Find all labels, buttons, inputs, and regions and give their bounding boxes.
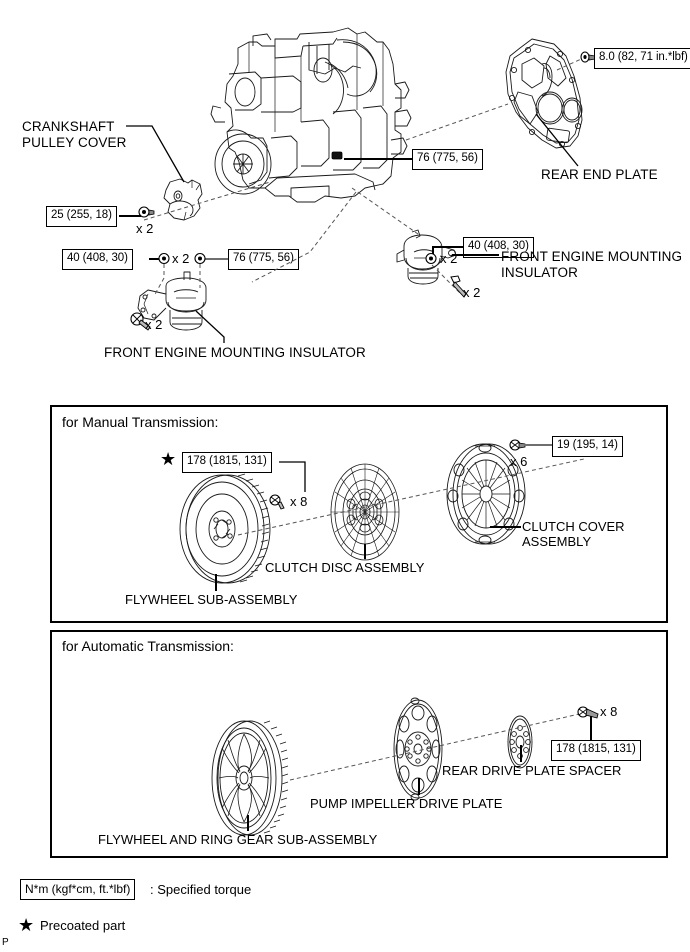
qty-mount-left-a: x 2 xyxy=(172,251,190,266)
assembly-axis-manual xyxy=(236,455,586,537)
leader-crankshaft-bolt xyxy=(119,215,141,217)
assembly-axis-engine-to-mount-right xyxy=(350,186,422,238)
legend-precoated-star-icon: ★ xyxy=(18,915,35,935)
mount-right-bolt-icon-a xyxy=(425,252,441,265)
qty-mount-left-c: x 2 xyxy=(145,317,163,332)
assembly-axis-rear-end-plate xyxy=(404,102,510,144)
torque-box-drive-plate-bolt: 178 (1815, 131) xyxy=(551,740,641,761)
leader-clutch-disc-assembly xyxy=(364,544,366,559)
leader-mount-right-v xyxy=(432,246,434,255)
clutch-cover-bolt-icon xyxy=(509,437,529,453)
label-clutch-disc-assembly: CLUTCH DISC ASSEMBLY xyxy=(265,560,425,575)
leader-rear-drive-plate-spacer xyxy=(520,745,522,762)
label-front-engine-mounting-insulator-left: FRONT ENGINE MOUNTING INSULATOR xyxy=(104,345,366,360)
leader-mount-right-h xyxy=(432,246,464,248)
assembly-axis-mount-left xyxy=(152,262,212,306)
legend-torque-unit-description: : Specified torque xyxy=(150,882,252,897)
leader-engine-rear-bolt xyxy=(344,158,412,160)
leader-mount-left-b xyxy=(204,258,228,260)
leader-mount-left-a xyxy=(149,258,163,260)
assembly-axis-crankshaft-cover xyxy=(142,178,272,226)
assembly-axis-automatic xyxy=(288,708,590,782)
front-engine-mounting-insulator-right-drawing xyxy=(396,228,462,290)
label-crankshaft-pulley-cover: CRANKSHAFT PULLEY COVER xyxy=(22,119,127,150)
leader-pump-impeller-drive-plate xyxy=(418,778,420,795)
leader-clutch-cover-bolt xyxy=(524,444,553,446)
qty-clutch-cover-bolt: x 6 xyxy=(510,454,528,469)
leader-crankshaft-pulley-cover xyxy=(126,120,188,186)
clutch-cover-assembly-drawing xyxy=(437,440,533,548)
flywheel-and-ring-gear-drawing xyxy=(208,718,290,838)
engine-block-drawing xyxy=(205,12,435,212)
qty-crankshaft-pulley-cover-bolt: x 2 xyxy=(136,221,154,236)
torque-box-mount-left-bolt-a: 40 (408, 30) xyxy=(62,249,133,270)
label-front-engine-mounting-insulator-right: FRONT ENGINE MOUNTING INSULATOR xyxy=(501,249,683,280)
mount-left-bolt-icon-a xyxy=(158,252,174,265)
leader-drive-plate-bolt xyxy=(590,716,592,741)
torque-box-crankshaft-pulley-cover-bolt: 25 (255, 18) xyxy=(46,206,117,227)
torque-box-clutch-cover-bolt: 19 (195, 14) xyxy=(552,436,623,457)
legend-precoated-description: Precoated part xyxy=(40,918,126,933)
automatic-transmission-panel-title: for Automatic Transmission: xyxy=(62,638,234,654)
legend-torque-unit-box: N*m (kgf*cm, ft.*lbf) xyxy=(20,879,136,900)
torque-box-rear-end-plate-bolt: 8.0 (82, 71 in.*lbf) xyxy=(594,48,690,69)
drive-plate-bolt-icon xyxy=(576,703,604,723)
mount-left-bolt-icon-b xyxy=(194,252,210,265)
label-rear-drive-plate-spacer: REAR DRIVE PLATE SPACER xyxy=(442,763,622,778)
flywheel-sub-assembly-drawing xyxy=(172,472,280,586)
label-flywheel-sub-assembly: FLYWHEEL SUB-ASSEMBLY xyxy=(125,592,298,607)
assembly-axis-engine-to-mount-left xyxy=(250,190,358,286)
flywheel-bolt-icon xyxy=(268,492,292,510)
mount-right-bolt-icon-b xyxy=(448,274,472,300)
front-engine-mounting-insulator-left-drawing xyxy=(128,271,228,340)
pump-impeller-drive-plate-drawing xyxy=(385,697,451,801)
leader-flywheel-sub-assembly xyxy=(215,574,217,591)
precoated-star-flywheel-bolt: ★ xyxy=(160,449,177,469)
leader-mount-right-label xyxy=(452,254,499,256)
qty-flywheel-bolt: x 8 xyxy=(290,494,308,509)
leader-flywheel-and-ring-gear xyxy=(247,815,249,831)
leader-rear-end-plate xyxy=(534,112,582,170)
crankshaft-pulley-cover-bolt-icon xyxy=(138,205,156,219)
qty-drive-plate-bolt: x 8 xyxy=(600,704,618,719)
qty-mount-right-b: x 2 xyxy=(463,285,481,300)
leader-flywheel-bolt xyxy=(279,460,311,494)
page-corner-mark: P xyxy=(2,937,9,948)
torque-box-mount-left-bolt-b: 76 (775, 56) xyxy=(228,249,299,270)
torque-box-flywheel-bolt: 178 (1815, 131) xyxy=(182,452,272,473)
label-pump-impeller-drive-plate: PUMP IMPELLER DRIVE PLATE xyxy=(310,796,503,811)
leader-mount-left-label xyxy=(194,309,234,345)
label-clutch-cover-assembly: CLUTCH COVER ASSEMBLY xyxy=(522,519,625,549)
leader-clutch-cover-assembly xyxy=(490,526,521,528)
mount-left-bolt-icon-c xyxy=(128,308,154,334)
label-flywheel-and-ring-gear-sub-assembly: FLYWHEEL AND RING GEAR SUB-ASSEMBLY xyxy=(98,832,378,847)
manual-transmission-panel-title: for Manual Transmission: xyxy=(62,414,219,430)
torque-box-engine-rear-bolt: 76 (775, 56) xyxy=(412,149,483,170)
label-rear-end-plate: REAR END PLATE xyxy=(541,167,658,182)
